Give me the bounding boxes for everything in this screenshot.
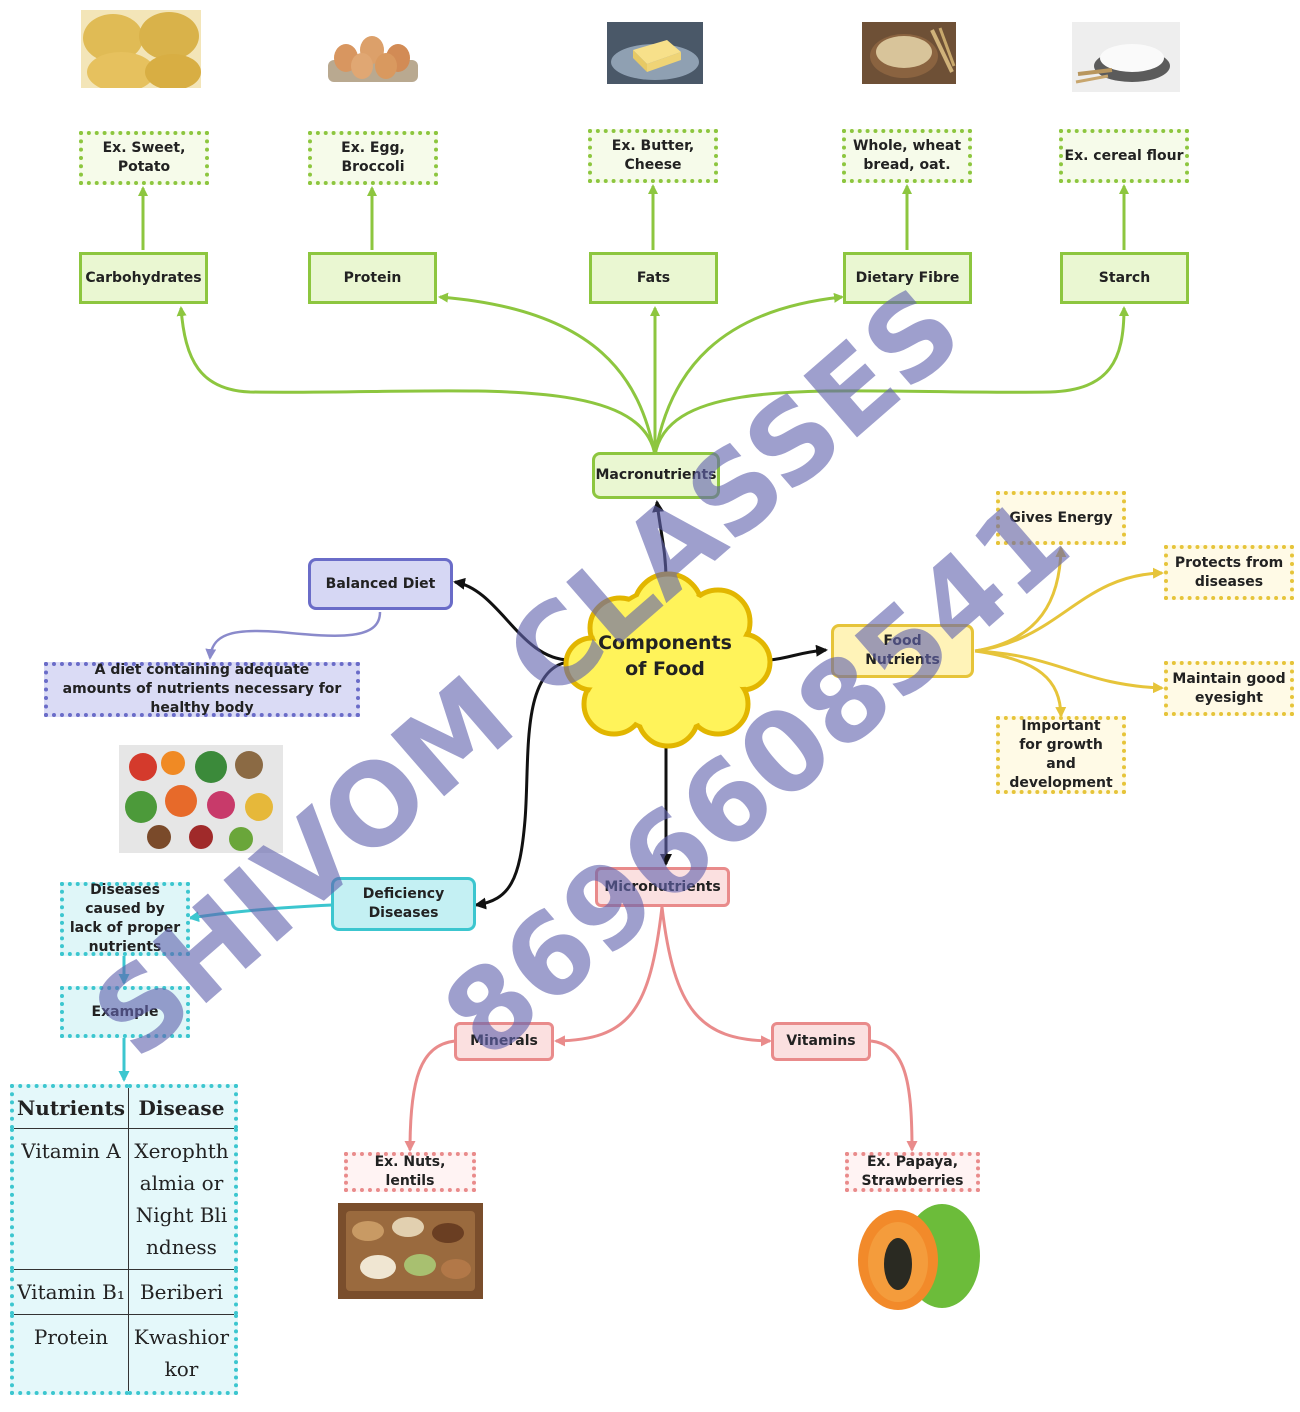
protein-example: Ex. Egg, Broccoli	[308, 131, 438, 185]
protects-node: Protects from diseases	[1164, 545, 1294, 600]
minerals-example: Ex. Nuts, lentils	[344, 1152, 476, 1192]
column-header: Nutrients	[11, 1085, 129, 1129]
papaya-image	[848, 1200, 982, 1312]
vegetables-image	[119, 745, 283, 853]
gives-energy-node: Gives Energy	[996, 491, 1126, 545]
macronutrients-node: Macronutrients	[592, 452, 720, 499]
vitamins-node: Vitamins	[771, 1022, 871, 1061]
nutrient-cell: Protein	[11, 1314, 129, 1394]
fats-node: Fats	[589, 252, 718, 304]
protein-node: Protein	[308, 252, 437, 304]
nuts-image	[338, 1203, 483, 1299]
table-row: Protein Kwashiorkor	[11, 1314, 237, 1394]
dietary-fibre-example: Whole, wheat bread, oat.	[842, 129, 972, 183]
column-header: Disease	[127, 1085, 237, 1129]
carbohydrates-node: Carbohydrates	[79, 252, 208, 304]
dietary-fibre-node: Dietary Fibre	[843, 252, 972, 304]
growth-node: Important for growth and development	[996, 716, 1126, 794]
center-topic: Components of Food	[598, 632, 732, 680]
deficiency-definition: Diseases caused by lack of proper nutrie…	[60, 882, 190, 956]
butter-image	[607, 22, 703, 84]
fats-example: Ex. Butter, Cheese	[588, 129, 718, 183]
eggs-image	[322, 20, 424, 88]
vitamins-example: Ex. Papaya, Strawberries	[845, 1152, 980, 1192]
table-row: Vitamin B₁ Beriberi	[11, 1269, 237, 1315]
example-node: Example	[60, 986, 190, 1038]
disease-cell: Beriberi	[127, 1269, 237, 1315]
micronutrients-node: Micronutrients	[595, 867, 730, 907]
starch-node: Starch	[1060, 252, 1189, 304]
food-nutrients-node: Food Nutrients	[831, 624, 974, 678]
starch-example: Ex. cereal flour	[1059, 129, 1189, 183]
table-header-row: Nutrients Disease	[11, 1085, 237, 1129]
carbohydrates-example: Ex. Sweet, Potato	[79, 131, 209, 185]
oats-image	[862, 22, 956, 84]
disease-cell: Kwashiorkor	[127, 1314, 237, 1394]
disease-cell: Xerophthalmia or Night Blindness	[127, 1128, 237, 1270]
nutrient-cell: Vitamin B₁	[11, 1269, 129, 1315]
deficiency-diseases-node: Deficiency Diseases	[331, 877, 476, 931]
table-row: Vitamin A Xerophthalmia or Night Blindne…	[11, 1128, 237, 1270]
nutrient-cell: Vitamin A	[11, 1128, 129, 1270]
minerals-node: Minerals	[454, 1022, 554, 1061]
balanced-diet-definition: A diet containing adequate amounts of nu…	[44, 662, 360, 717]
balanced-diet-node: Balanced Diet	[308, 558, 453, 610]
deficiency-table: Nutrients Disease Vitamin A Xerophthalmi…	[10, 1084, 238, 1395]
flour-image	[1072, 22, 1180, 92]
eyesight-node: Maintain good eyesight	[1164, 661, 1294, 716]
potato-image	[81, 10, 201, 88]
